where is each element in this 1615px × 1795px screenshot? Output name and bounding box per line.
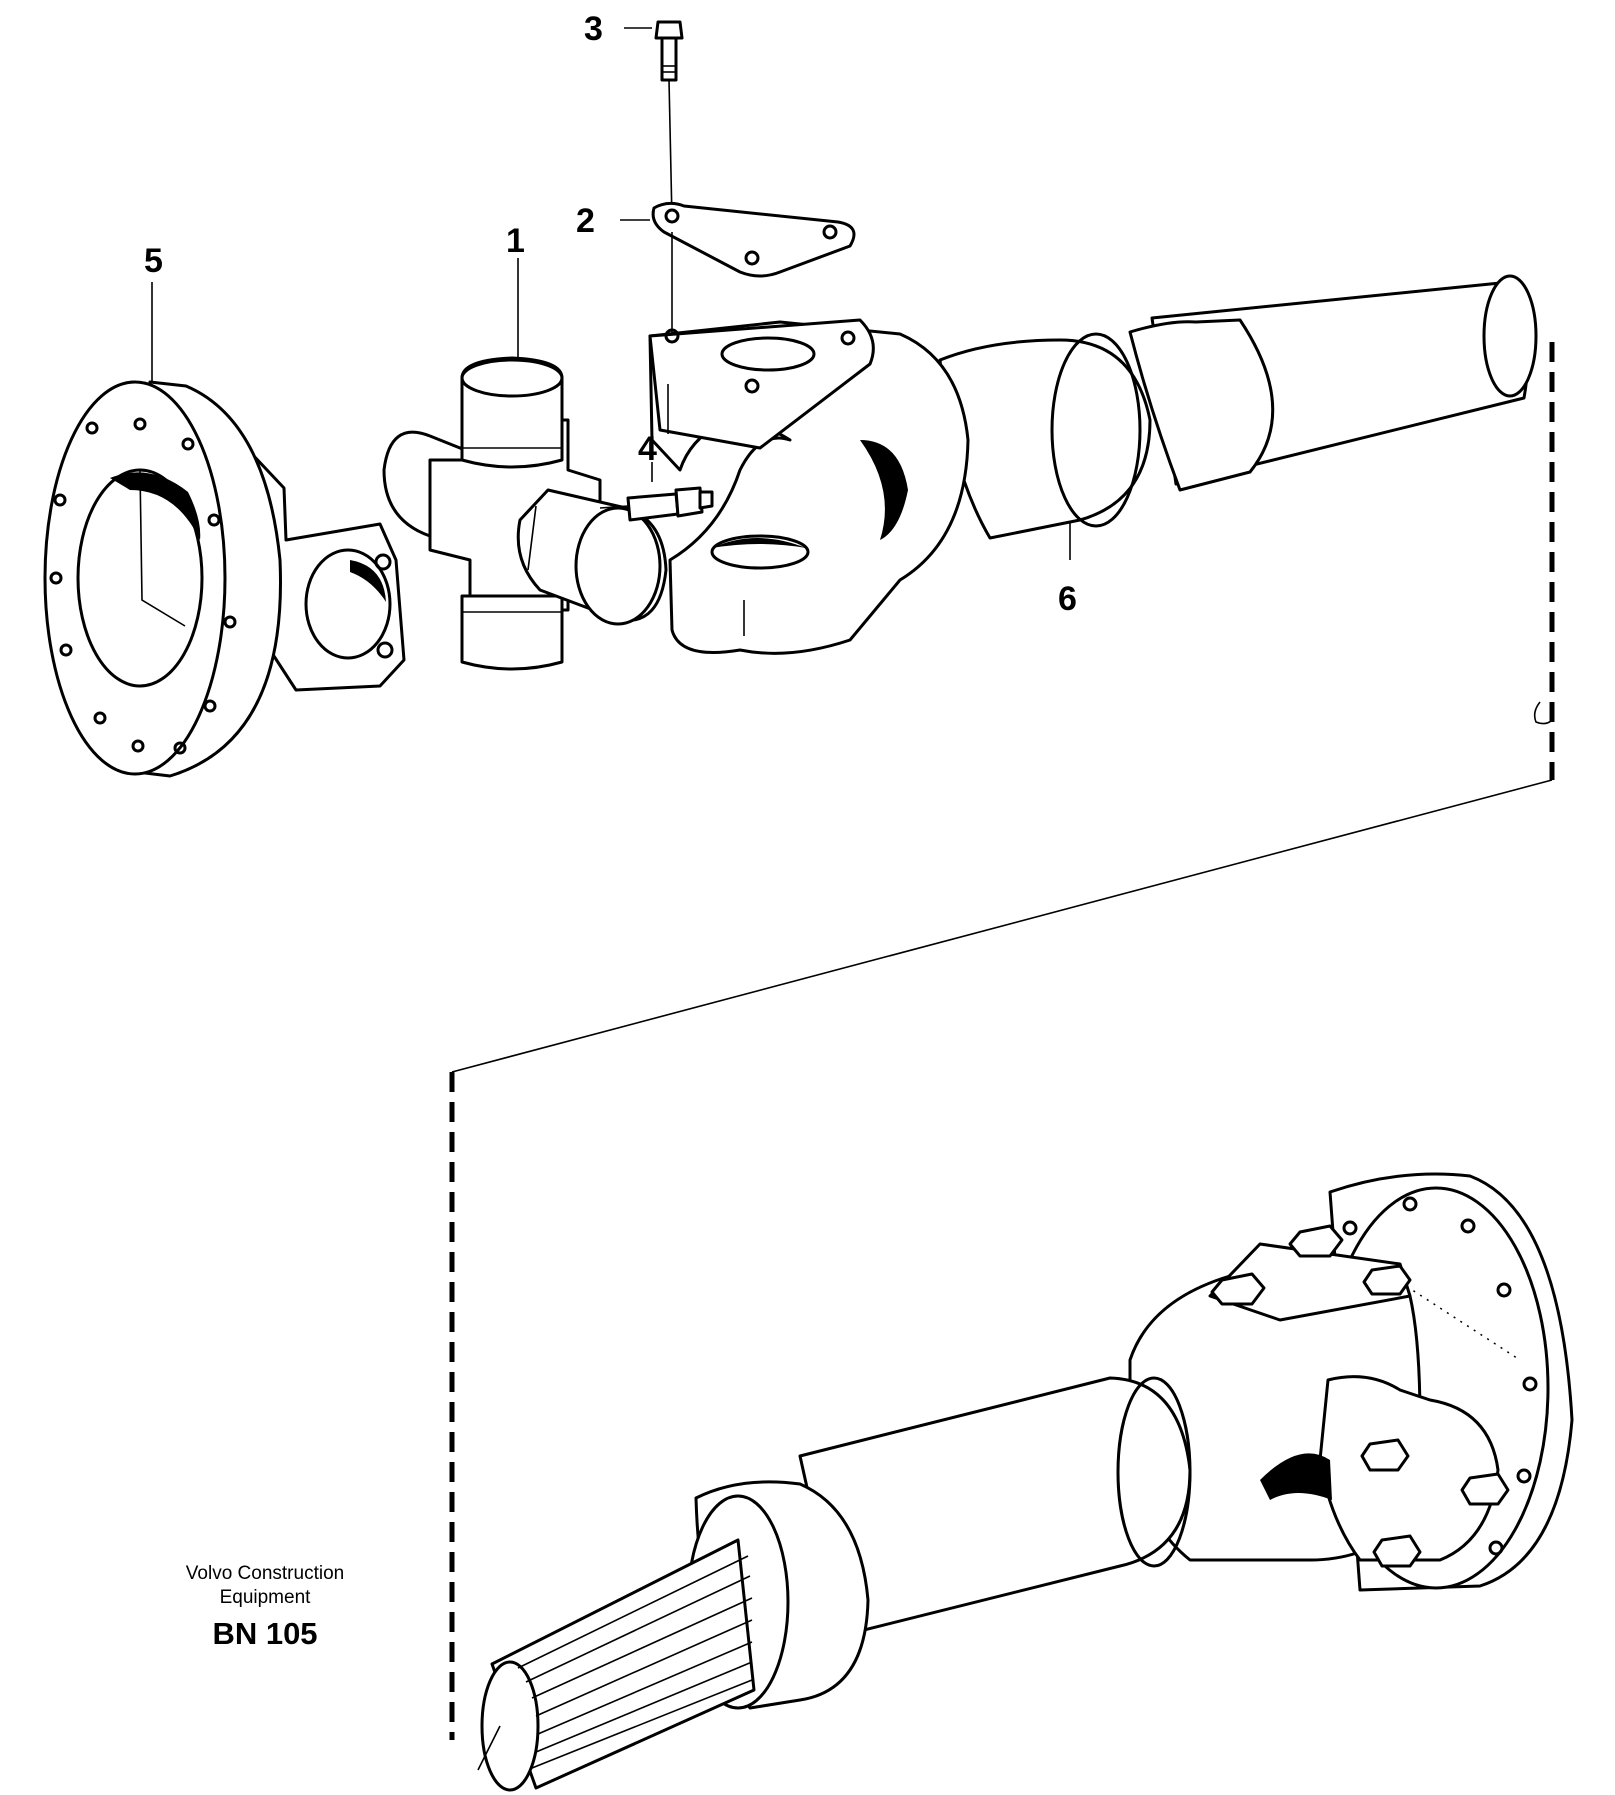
grease-nipple-part-4: [599, 462, 714, 522]
propeller-shaft-part-6-upper: [648, 274, 1538, 655]
lock-plate-part-2: [620, 201, 856, 336]
yoke-bolts: [1210, 1224, 1510, 1568]
callout-4: 4: [638, 430, 657, 468]
universal-joint-part-1: [382, 258, 668, 671]
callout-3: 3: [584, 10, 603, 48]
spline-lines: [517, 1555, 753, 1769]
flange-yoke-part-5: [43, 282, 406, 778]
manufacturer-line-2: Equipment: [219, 1587, 311, 1608]
continuation-dashed-lines: [449, 342, 1555, 1740]
manufacturer-line-1: Volvo Construction: [185, 1563, 345, 1584]
callout-5: 5: [144, 242, 163, 280]
drawing-code: BN 105: [212, 1616, 318, 1651]
bolt-part-3: [624, 20, 684, 221]
propeller-shaft-part-6-lower: [477, 1172, 1574, 1792]
callout-1: 1: [506, 222, 525, 260]
callout-2: 2: [576, 202, 595, 240]
manufacturer-label: Volvo Construction Equipment: [150, 1562, 380, 1610]
flange-bolt-holes: [49, 417, 237, 755]
callout-6: 6: [1058, 580, 1077, 618]
